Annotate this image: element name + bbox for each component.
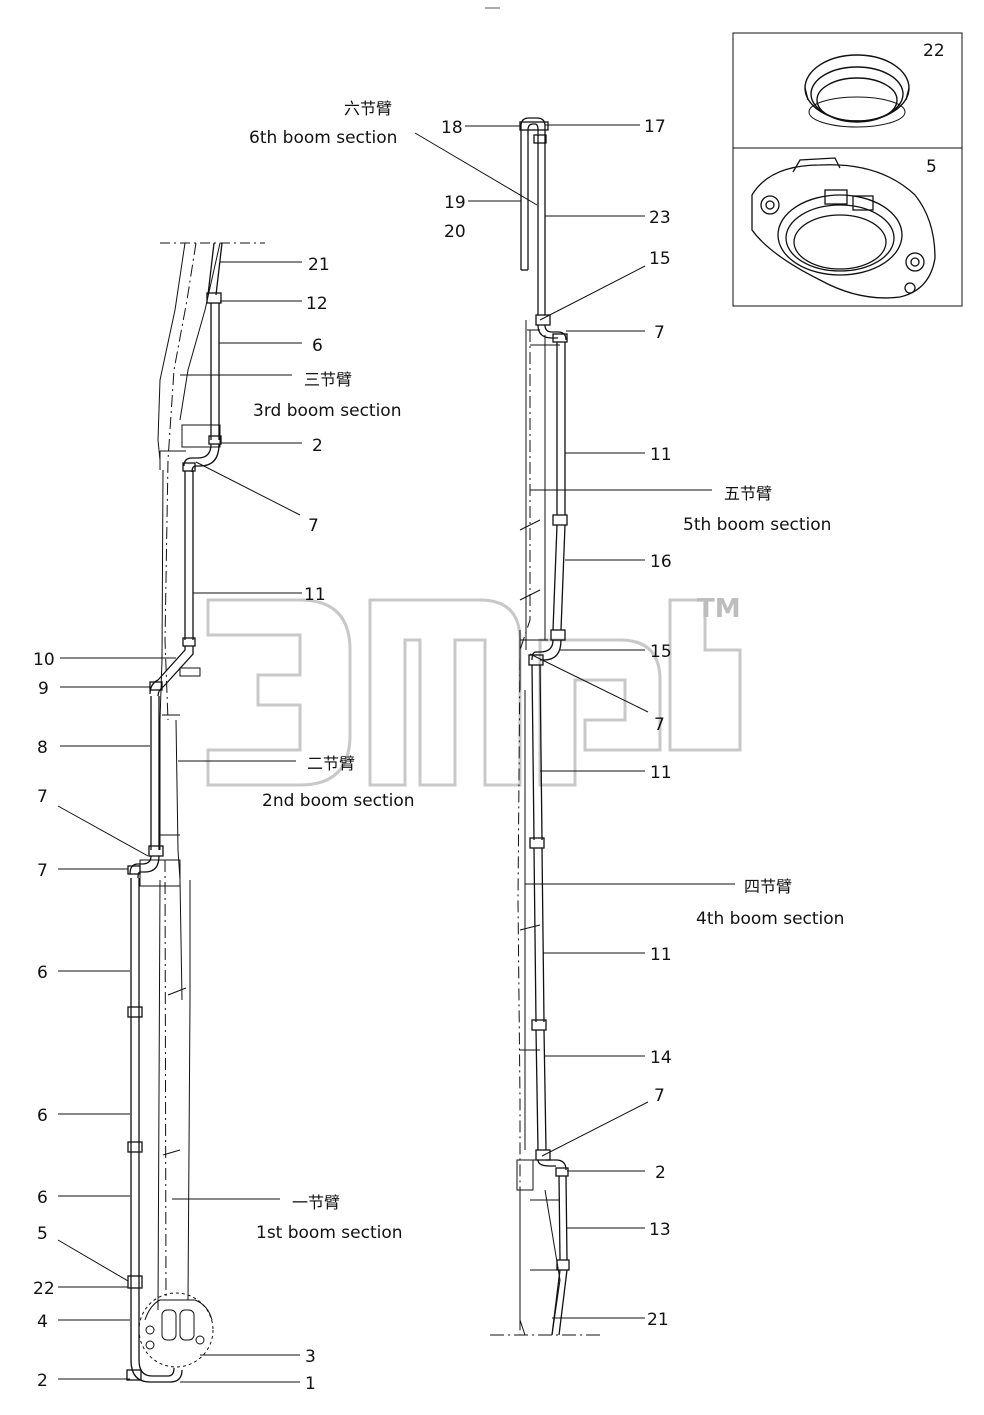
- label-2-bottom: 2: [37, 1371, 48, 1391]
- left-boom-outline: [138, 242, 265, 1368]
- section-6-cn: 六节臂: [344, 99, 392, 118]
- right-pipeline: [519, 117, 570, 1336]
- section-4-en: 4th boom section: [696, 909, 844, 929]
- label-6-c: 6: [37, 1188, 48, 1208]
- part-labels: 21 12 6 2 7 11 10 9 8 7 7 6 6 6 5 22 4 2…: [33, 117, 672, 1394]
- label-11-right-a: 11: [650, 445, 672, 465]
- section-5-en: 5th boom section: [683, 515, 831, 535]
- label-12: 12: [306, 294, 328, 314]
- label-7-mid-b: 7: [37, 861, 48, 881]
- label-15-mid: 15: [650, 642, 672, 662]
- label-7-mid-a: 7: [37, 787, 48, 807]
- clamp-coupling-icon: [751, 157, 936, 299]
- right-boom-outline: [490, 320, 600, 1336]
- label-21-right: 21: [647, 1310, 669, 1330]
- inset-detail-box: 22 5: [732, 32, 963, 307]
- label-6-top: 6: [312, 336, 323, 356]
- inset-label-5: 5: [926, 157, 937, 177]
- label-23: 23: [649, 208, 671, 228]
- section-3-en: 3rd boom section: [253, 401, 401, 421]
- label-2-upper: 2: [312, 436, 323, 456]
- section-3-cn: 三节臂: [304, 370, 352, 389]
- label-7-upper: 7: [308, 516, 319, 536]
- label-21-left: 21: [308, 255, 330, 275]
- label-7-right-bottom: 7: [654, 1086, 665, 1106]
- label-3: 3: [305, 1347, 316, 1367]
- seal-ring-icon: [804, 54, 910, 128]
- label-14: 14: [650, 1048, 672, 1068]
- watermark-logo: [206, 598, 742, 787]
- label-16: 16: [650, 552, 672, 572]
- section-6-en: 6th boom section: [249, 128, 397, 148]
- section-5-cn: 五节臂: [724, 484, 772, 503]
- section-1-cn: 一节臂: [292, 1193, 340, 1212]
- inset-label-22: 22: [923, 41, 945, 61]
- left-pipeline: [126, 242, 223, 1383]
- label-22: 22: [33, 1279, 55, 1299]
- label-7-right-top: 7: [654, 323, 665, 343]
- section-1-en: 1st boom section: [256, 1223, 403, 1243]
- label-11-right-c: 11: [650, 945, 672, 965]
- leader-lines: [57, 124, 735, 1383]
- section-2-en: 2nd boom section: [262, 791, 415, 811]
- label-7-right-mid: 7: [654, 715, 665, 735]
- label-13: 13: [649, 1220, 671, 1240]
- section-labels: 六节臂 6th boom section 三节臂 3rd boom sectio…: [249, 99, 844, 1243]
- label-2-right: 2: [655, 1163, 666, 1183]
- label-6-b: 6: [37, 1106, 48, 1126]
- label-4: 4: [37, 1312, 48, 1332]
- label-10: 10: [33, 650, 55, 670]
- label-17: 17: [644, 117, 666, 137]
- label-20: 20: [444, 222, 466, 242]
- label-8: 8: [37, 738, 48, 758]
- label-19: 19: [444, 193, 466, 213]
- label-6-a: 6: [37, 963, 48, 983]
- label-11-left: 11: [304, 585, 326, 605]
- label-9: 9: [38, 679, 49, 699]
- label-18: 18: [441, 118, 463, 138]
- section-4-cn: 四节臂: [744, 877, 792, 896]
- watermark-tm: TM: [697, 594, 741, 624]
- label-11-right-b: 11: [650, 763, 672, 783]
- label-1: 1: [305, 1374, 316, 1394]
- section-2-cn: 二节臂: [307, 754, 355, 773]
- label-5: 5: [37, 1224, 48, 1244]
- label-15-top: 15: [649, 249, 671, 269]
